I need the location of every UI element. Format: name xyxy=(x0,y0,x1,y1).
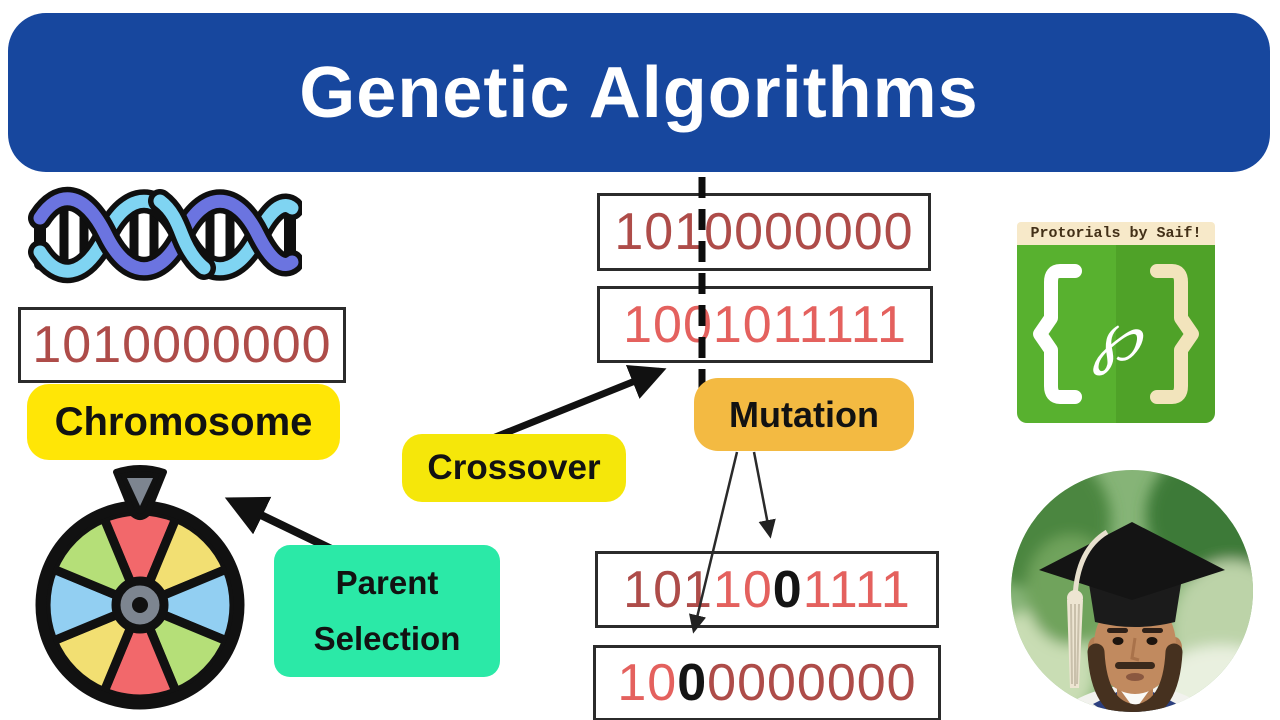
logo-monogram: ℘ xyxy=(1091,295,1141,377)
chromosome-bits: 1010000000 xyxy=(32,316,332,374)
crossover-label: Crossover xyxy=(402,434,626,502)
child1-seg2: 10 xyxy=(712,560,773,619)
title-banner: Genetic Algorithms xyxy=(8,13,1270,172)
parent2-bits: 1001011111 xyxy=(623,295,907,354)
dna-double-helix-icon xyxy=(28,186,302,284)
parent-selection-line1: Parent xyxy=(335,563,439,601)
parent1-bit-box: 1010000000 xyxy=(597,193,931,271)
graduate-portrait-photo xyxy=(1011,470,1253,712)
parent1-bits: 1010000000 xyxy=(614,203,914,261)
chromosome-label: Chromosome xyxy=(27,384,340,460)
mutation-label: Mutation xyxy=(694,378,914,451)
child1-seg1: 101 xyxy=(623,560,713,619)
curly-braces-icon xyxy=(1033,264,1199,404)
page-title: Genetic Algorithms xyxy=(299,52,979,133)
channel-logo-mark: ℘ xyxy=(1017,245,1215,423)
child1-seg3: 1111 xyxy=(802,560,911,619)
mutation-arrow-to-child1 xyxy=(752,451,776,539)
parent2-bit-box: 1001011111 xyxy=(597,286,933,363)
parent-selection-label: Parent Selection xyxy=(274,545,500,677)
parent-selection-line2: Selection xyxy=(313,620,461,657)
channel-logo: Protorials by Saif! ℘ xyxy=(1017,222,1215,423)
child2-mutated-bit: 0 xyxy=(677,654,708,712)
channel-logo-banner: Protorials by Saif! xyxy=(1017,222,1215,245)
child1-mutated-bit: 0 xyxy=(772,560,803,619)
child2-seg2: 0000000 xyxy=(707,654,917,712)
child2-seg1: 10 xyxy=(617,654,678,712)
roulette-wheel-icon xyxy=(35,465,245,710)
chromosome-bit-box: 1010000000 xyxy=(18,307,346,383)
